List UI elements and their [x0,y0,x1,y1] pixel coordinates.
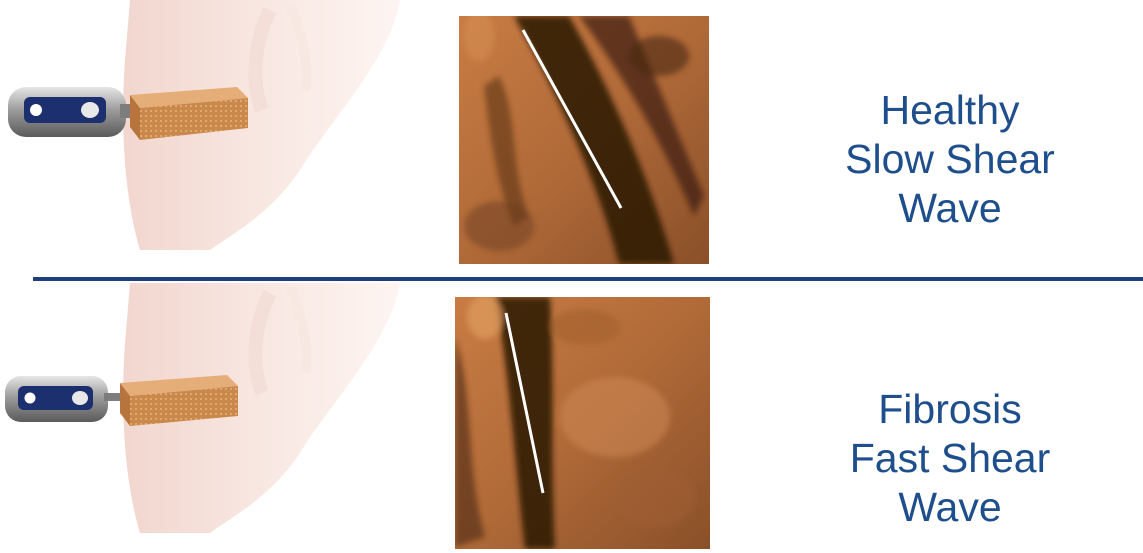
label-line: Healthy [800,86,1100,135]
liver-illustration [0,283,420,548]
elastography-image [459,16,709,264]
healthy-row: Healthy Slow Shear Wave [0,0,1143,270]
label-line: Wave [800,483,1100,532]
label-line: Slow Shear [800,135,1100,184]
label-line: Fibrosis [800,385,1100,434]
label-line: Fast Shear [800,434,1100,483]
ultrasound-probe-icon [5,376,120,422]
fibrosis-row: Fibrosis Fast Shear Wave [0,283,1143,553]
row-divider [33,277,1143,281]
elastography-image [455,297,710,549]
label-line: Wave [800,184,1100,233]
ultrasound-probe-icon [8,87,130,137]
fibrosis-label: Fibrosis Fast Shear Wave [800,385,1100,532]
liver-illustration [0,0,420,265]
healthy-label: Healthy Slow Shear Wave [800,86,1100,233]
